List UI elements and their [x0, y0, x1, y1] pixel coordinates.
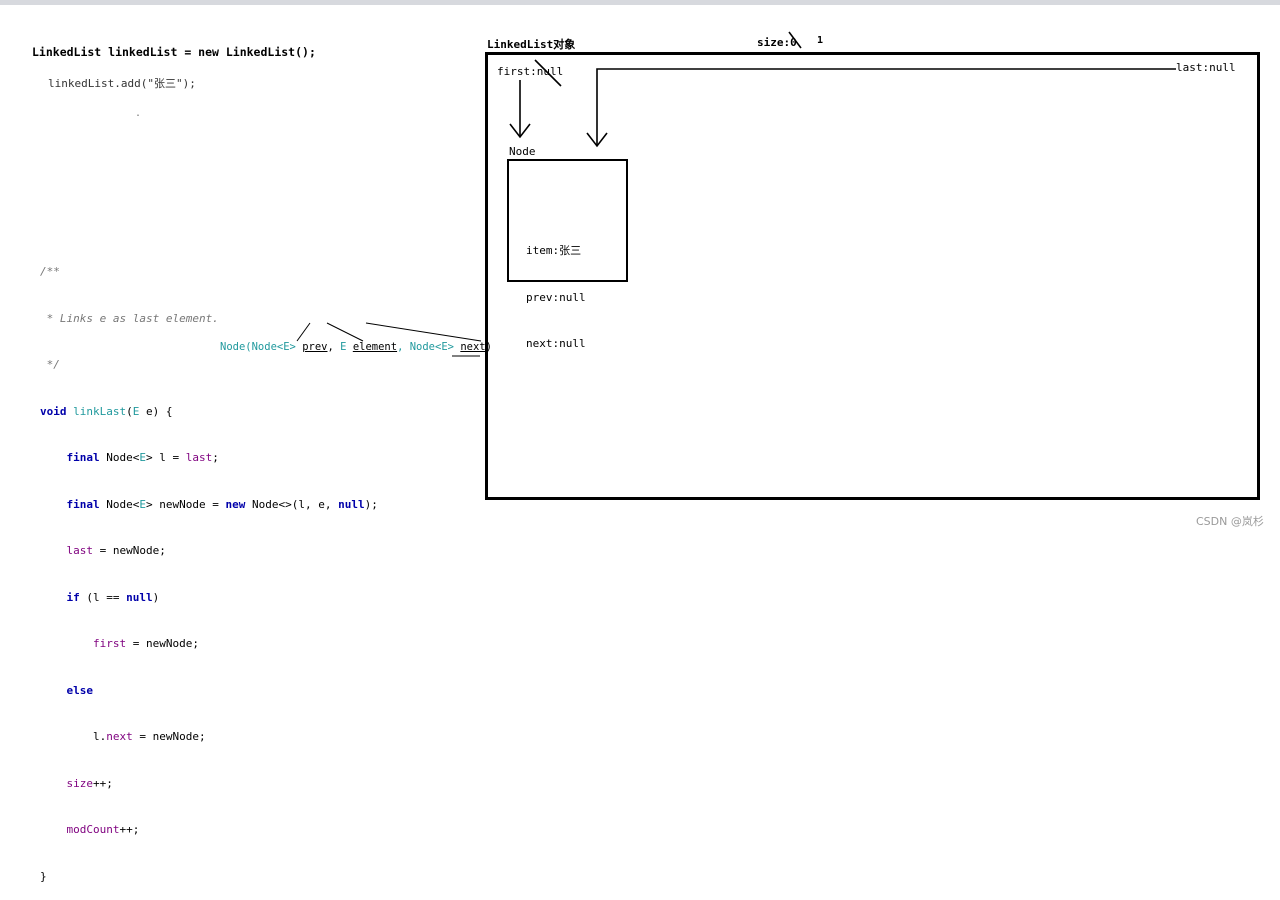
- stmt-if: if (l == null): [40, 590, 378, 606]
- hint-type: E: [340, 341, 347, 353]
- signature-rest: e) {: [139, 404, 173, 418]
- code-text: l.: [92, 730, 107, 743]
- size-label: size:0: [757, 36, 797, 49]
- code-text: Node<: [99, 497, 140, 511]
- comment-body: * Links e as last element.: [40, 311, 219, 325]
- code-text: ++;: [119, 823, 140, 836]
- field-next: next: [106, 730, 133, 743]
- field-last: last: [66, 544, 94, 557]
- code-text: > newNode =: [146, 497, 226, 511]
- connector-next: [365, 322, 482, 342]
- connector-prev: [296, 322, 311, 342]
- keyword-null: null: [126, 590, 153, 604]
- node-next: next:null: [526, 337, 586, 350]
- add-call-line: linkedList.add("张三");: [48, 77, 196, 90]
- declaration-line: LinkedList linkedList = new LinkedList()…: [32, 45, 316, 59]
- code-text: = newNode;: [93, 544, 166, 557]
- top-border: [0, 0, 1280, 5]
- stmt-lnext: l.next = newNode;: [40, 729, 378, 745]
- hint-param-element: element: [352, 341, 398, 353]
- stmt-else: else: [40, 683, 378, 699]
- code-text: = newNode;: [132, 730, 206, 743]
- diagram-lines: [296, 31, 1176, 357]
- field-size: size: [66, 776, 94, 790]
- hint-param-prev: prev: [302, 341, 328, 353]
- node-title: Node: [509, 145, 536, 158]
- object-title: LinkedList对象: [487, 38, 576, 51]
- node-prev: prev:null: [526, 290, 586, 304]
- size-strike-line: [788, 31, 802, 49]
- type-param: E: [139, 497, 146, 511]
- node-box: [507, 159, 628, 282]
- type-param: E: [132, 404, 140, 418]
- keyword-if: if: [66, 590, 80, 604]
- comment-open: /**: [40, 265, 60, 278]
- keyword-void: void: [40, 404, 67, 418]
- first-arrow-head: [509, 123, 531, 139]
- hint-text: >: [289, 341, 303, 353]
- last-label: last:null: [1176, 61, 1236, 74]
- code-text: > l =: [146, 451, 186, 464]
- field-modcount: modCount: [66, 823, 120, 836]
- hint-text: , Node<: [397, 341, 442, 353]
- constructor-hint: Node(Node<E> prev, E element, Node<E> ne…: [220, 341, 492, 353]
- method-signature: void linkLast(E e) {: [40, 404, 173, 418]
- keyword-final: final: [66, 451, 100, 464]
- csdn-watermark: CSDN @岚杉: [1196, 515, 1264, 528]
- first-label: first:null: [497, 65, 564, 78]
- first-strike-line: [534, 59, 562, 87]
- code-text: ++;: [93, 776, 113, 790]
- keyword-null: null: [338, 497, 365, 511]
- linkedlist-object-box: [485, 52, 1260, 500]
- code-text: = newNode;: [126, 637, 199, 650]
- node-fields: item:张三 prev:null next:null: [526, 212, 586, 367]
- stray-dot: .: [135, 108, 142, 119]
- code-text: (l ==: [79, 590, 127, 604]
- size-new-value: 1: [817, 35, 824, 46]
- stmt-first: first = newNode;: [40, 636, 378, 652]
- hint-text: ,: [327, 341, 341, 353]
- method-name: linkLast: [73, 404, 127, 418]
- keyword-new: new: [225, 497, 246, 511]
- code-text: Node<: [99, 451, 140, 464]
- stmt-size: size++;: [40, 776, 378, 792]
- hint-text: Node(Node<: [220, 341, 284, 353]
- hint-text: >: [447, 341, 461, 353]
- stmt-final-newnode: final Node<E> newNode = new Node<>(l, e,…: [40, 497, 378, 513]
- connector-element: [326, 322, 364, 342]
- code-text: Node<>(l, e,: [245, 497, 339, 511]
- close-brace: }: [40, 869, 47, 883]
- comment-close: */: [40, 358, 60, 371]
- hint-param-next: next: [460, 341, 486, 353]
- code-text: );: [364, 497, 378, 511]
- node-item: item:张三: [526, 244, 582, 257]
- field-first: first: [92, 637, 127, 650]
- field-last: last: [185, 451, 213, 464]
- hint-text: ): [485, 341, 492, 353]
- keyword-else: else: [66, 683, 94, 697]
- stmt-modcount: modCount++;: [40, 822, 378, 838]
- stmt-last: last = newNode;: [40, 543, 378, 559]
- code-text: ): [152, 590, 160, 604]
- hint-type: E: [283, 341, 290, 353]
- last-arrow-head: [586, 132, 608, 148]
- type-param: E: [139, 451, 146, 464]
- keyword-final: final: [66, 497, 100, 511]
- hint-type: E: [441, 341, 448, 353]
- last-arrow-line: [596, 68, 1176, 146]
- stmt-final-l: final Node<E> l = last;: [66, 451, 219, 464]
